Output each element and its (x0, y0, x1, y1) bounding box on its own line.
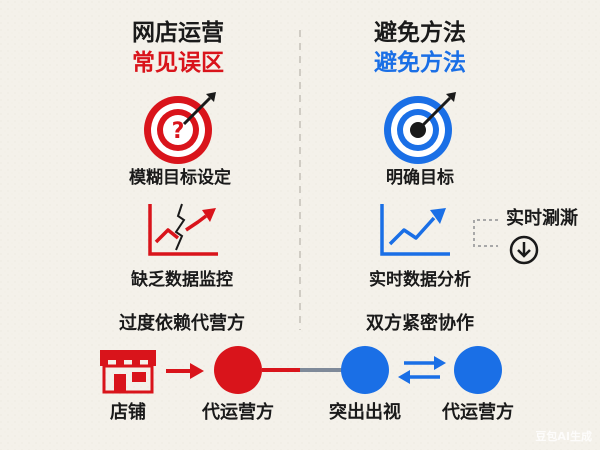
center-divider (299, 30, 301, 330)
agent-right-node (454, 346, 502, 394)
highlight-label: 突出出视 (329, 402, 401, 423)
rising-chart-icon (380, 204, 450, 256)
store-label: 店铺 (110, 402, 146, 423)
agent-left-node (214, 346, 262, 394)
left-item3-label: 过度依赖代营方 (119, 313, 245, 334)
callout-label: 实时涮澌 (506, 208, 578, 229)
callout-connector (473, 219, 498, 247)
right-item1-label: 明确目标 (386, 168, 454, 188)
store-icon (100, 350, 156, 394)
right-title: 避免方法 (374, 20, 466, 46)
agent-left-label: 代运营方 (202, 402, 274, 423)
watermark: 豆包AI生成 (535, 430, 592, 443)
left-title: 网店运营 (132, 20, 224, 46)
left-item2-label: 缺乏数据监控 (131, 270, 233, 290)
right-subtitle: 避免方法 (374, 50, 466, 76)
broken-chart-icon (148, 203, 218, 256)
collaboration-flow (100, 346, 502, 394)
agent-right-label: 代运营方 (442, 402, 514, 423)
svg-text:?: ? (172, 119, 185, 144)
left-subtitle: 常见误区 (132, 50, 224, 76)
right-item3-label: 双方紧密协作 (366, 313, 474, 334)
target-question-icon: ? (144, 92, 216, 164)
highlight-node (341, 346, 389, 394)
target-hit-icon (384, 92, 456, 164)
left-item1-label: 模糊目标设定 (129, 168, 231, 188)
download-circle-icon (509, 235, 539, 265)
right-item2-label: 实时数据分析 (369, 270, 471, 290)
